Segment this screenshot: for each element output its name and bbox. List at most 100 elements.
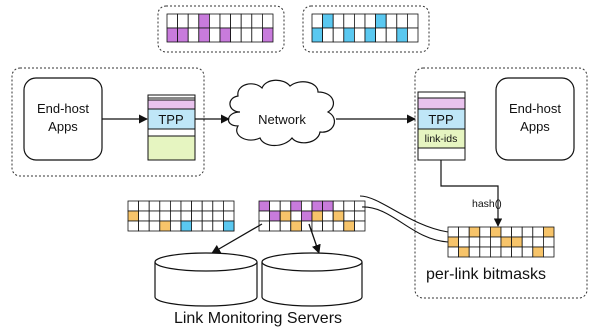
endhost-left-line1: End-host	[37, 101, 89, 116]
bitmask-cell	[353, 220, 366, 232]
bitmask-cell	[212, 220, 224, 232]
bitmask-cell	[290, 220, 302, 232]
bitmask-cell	[543, 246, 555, 258]
bitmask-cell	[311, 210, 324, 222]
bitmask-cell	[180, 220, 193, 232]
bitmask-cell	[511, 226, 523, 238]
bitmask-cell	[332, 220, 345, 232]
bitmask-cell	[343, 220, 355, 232]
right-host-frame	[414, 67, 588, 299]
bitmask-cell	[500, 226, 513, 238]
per-link-bitmask	[447, 226, 555, 258]
bitmask-cell	[311, 27, 324, 43]
bitmask-cell	[364, 27, 377, 43]
bitmask-cell	[468, 226, 481, 238]
bitmask-cell	[198, 13, 210, 29]
bitmask-cell	[219, 13, 232, 29]
bitmask-cell	[166, 27, 179, 43]
bitmask-cell	[532, 236, 544, 248]
bitmask-cell	[201, 210, 214, 222]
bitmask-cell	[201, 220, 214, 232]
bitmask-cell	[447, 236, 460, 248]
bitmask-cell	[240, 13, 253, 29]
bitmask-cell	[198, 27, 210, 43]
bitmask-cell	[322, 210, 334, 222]
bitmask-cell	[447, 226, 460, 238]
bitmask-cell	[543, 226, 555, 238]
bitmask-cell	[201, 200, 214, 212]
connector-curve-2	[361, 206, 449, 243]
bitmask-cell	[458, 246, 470, 258]
bitmask-cell	[521, 226, 534, 238]
bitmask-cell	[148, 210, 161, 222]
bitmask-cell	[521, 246, 534, 258]
bitmask-cell	[406, 27, 419, 43]
bitmask-cell	[300, 210, 313, 222]
bitmask-cell	[322, 13, 334, 29]
hash-label: hash()	[472, 198, 502, 210]
bitmask-cell	[543, 236, 555, 248]
bitmask-cell	[180, 200, 193, 212]
bitmask-cell	[396, 13, 408, 29]
bitmask-cell	[468, 236, 481, 248]
bitmask-cell	[230, 27, 242, 43]
bitmask-cell	[261, 13, 274, 29]
bitmask-cell	[222, 200, 235, 212]
bitmask-cell	[353, 13, 366, 29]
bitmask-cell	[159, 220, 171, 232]
bitmask-cell	[191, 210, 203, 222]
bitmask-cell	[148, 200, 161, 212]
bitmask-cell	[479, 226, 491, 238]
bitmask-cell	[212, 200, 224, 212]
server-cylinder-1	[154, 252, 258, 307]
bitmask-cell	[375, 27, 387, 43]
packet-right	[417, 91, 466, 161]
mid-center-bitmask	[258, 200, 366, 232]
bitmask-cell	[269, 210, 281, 222]
bitmask-cell	[290, 200, 302, 212]
bitmask-cell	[169, 200, 182, 212]
bitmask-cell	[489, 236, 502, 248]
bitmask-cell	[208, 27, 221, 43]
bitmask-cell	[258, 220, 271, 232]
bitmask-cell	[166, 13, 179, 29]
bitmask-cell	[332, 27, 345, 43]
bitmask-cell	[138, 210, 150, 222]
bitmask-cell	[447, 246, 460, 258]
bitmask-cell	[230, 13, 242, 29]
bitmask-cell	[364, 13, 377, 29]
server-cylinder-2	[261, 252, 363, 307]
bitmask-cell	[406, 13, 419, 29]
bitmask-cell	[511, 246, 523, 258]
top-blue-bitmask	[311, 13, 419, 43]
bitmask-cell	[458, 226, 470, 238]
bitmask-cell	[332, 200, 345, 212]
endhost-left-line2: Apps	[48, 119, 78, 134]
bitmask-cell	[222, 210, 235, 222]
bitmask-cell	[169, 220, 182, 232]
bitmask-cell	[521, 236, 534, 248]
bitmask-cell	[187, 27, 200, 43]
bitmask-cell	[311, 220, 324, 232]
bitmask-cell	[343, 27, 355, 43]
bitmask-cell	[343, 13, 355, 29]
bitmask-cell	[322, 200, 334, 212]
bitmask-cell	[148, 220, 161, 232]
left-host-frame	[11, 67, 205, 177]
hash-arrow	[440, 160, 503, 227]
bitmask-cell	[127, 210, 140, 222]
bitmask-cell	[311, 200, 324, 212]
network-cloud	[227, 79, 336, 147]
bitmask-cell	[511, 236, 523, 248]
bitmask-cell	[385, 13, 398, 29]
bitmask-cell	[290, 210, 302, 222]
endhost-right-line2: Apps	[520, 119, 550, 134]
bitmask-cell	[353, 200, 366, 212]
bitmask-cell	[222, 220, 235, 232]
bitmask-cell	[159, 200, 171, 212]
bitmask-cell	[279, 210, 292, 222]
bitmask-cell	[212, 210, 224, 222]
bitmask-cell	[191, 220, 203, 232]
bitmask-cell	[279, 220, 292, 232]
